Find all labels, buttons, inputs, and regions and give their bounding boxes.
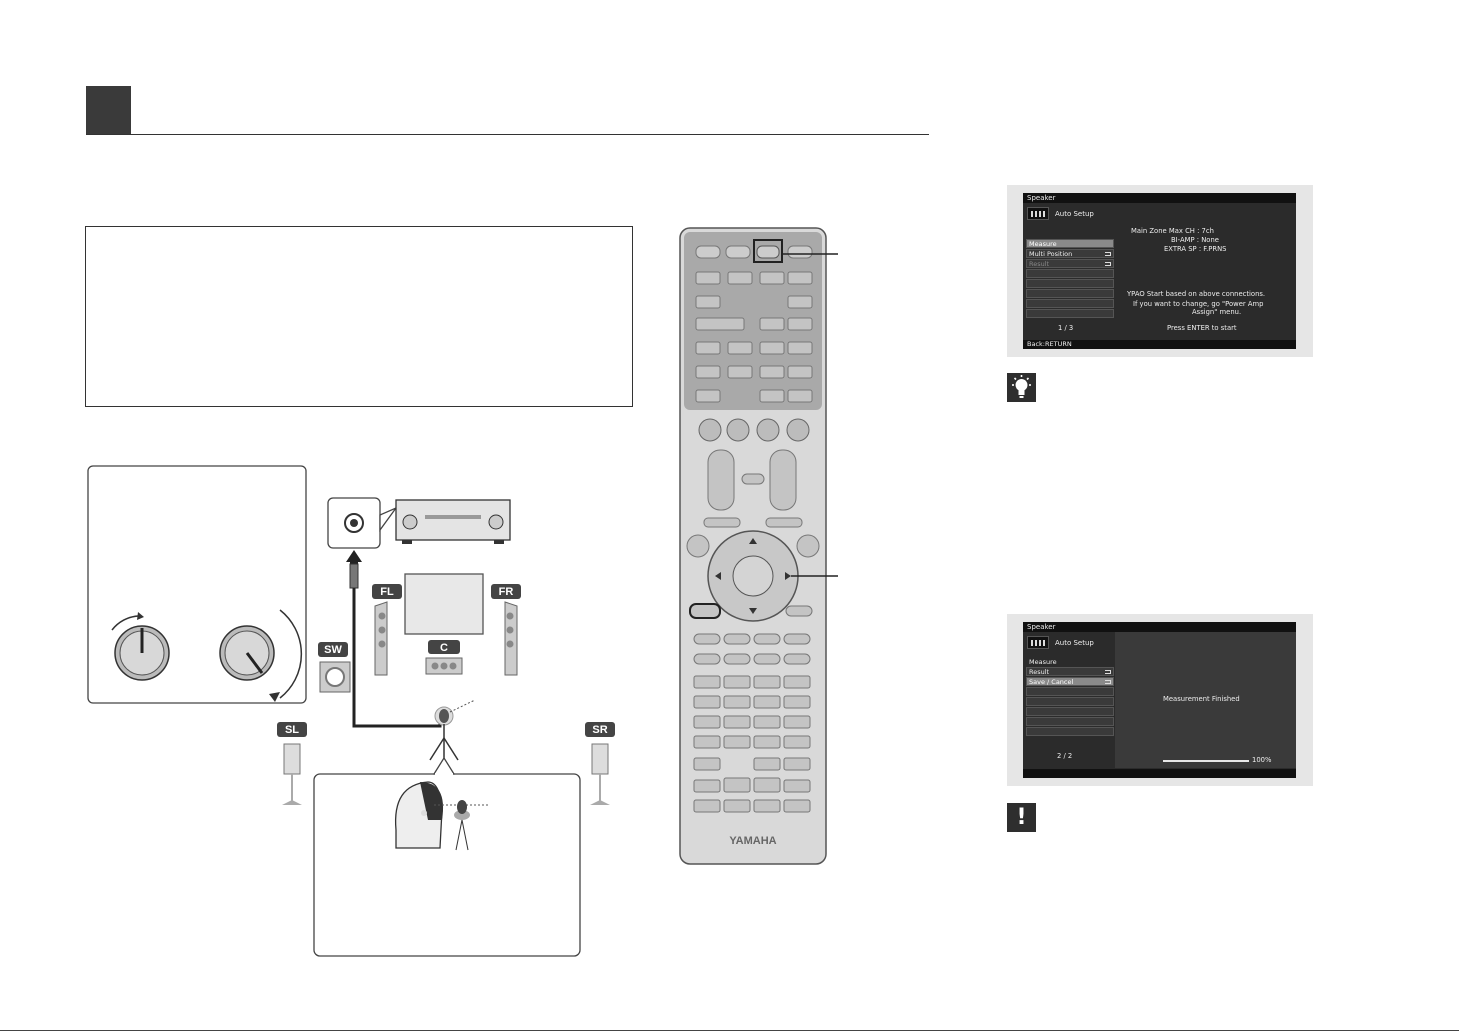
osd1-menu-empty: [1026, 309, 1114, 318]
svg-text:SR: SR: [592, 724, 607, 736]
auto-setup-logo-icon: [1027, 207, 1049, 220]
svg-text:SW: SW: [324, 644, 342, 656]
svg-text:SL: SL: [285, 724, 299, 736]
osd2-progress-label: 100%: [1252, 756, 1272, 764]
osd2-menu-measure[interactable]: Measure: [1029, 658, 1057, 666]
front-right-speaker-icon: FR: [491, 584, 521, 676]
osd1-menu-empty: [1026, 289, 1114, 298]
osd1-menu-empty: [1026, 269, 1114, 278]
osd2-menu-empty: [1026, 697, 1114, 706]
submenu-arrow-icon: [1105, 262, 1111, 266]
osd2-progress-fill: [1163, 760, 1249, 762]
osd-screen-2: Speaker Auto Setup Measure Result Save /…: [1023, 622, 1296, 778]
center-speaker-icon: C: [425, 640, 463, 675]
osd2-menu-result[interactable]: Result: [1026, 667, 1114, 676]
osd1-menu-measure[interactable]: Measure: [1026, 239, 1114, 248]
av-receiver-icon: [395, 499, 511, 544]
osd1-heading: Auto Setup: [1055, 209, 1094, 218]
osd2-menu-empty: [1026, 707, 1114, 716]
speaker-setup-diagram: FL FR C SW SL SR: [87, 465, 615, 957]
osd2-progress-track: [1163, 760, 1249, 762]
note-box: [85, 226, 633, 407]
osd2-menu-empty: [1026, 717, 1114, 726]
osd1-menu-result: Result: [1026, 259, 1114, 268]
svg-text:YAMAHA: YAMAHA: [729, 835, 776, 847]
level-knob-icon: [219, 609, 303, 702]
osd2-page: 2 / 2: [1057, 752, 1073, 760]
osd2-menu-save-cancel[interactable]: Save / Cancel: [1026, 677, 1114, 686]
osd1-info-value: 7ch: [1201, 227, 1214, 235]
osd2-menu-empty: [1026, 687, 1114, 696]
listener-head-icon: [394, 781, 490, 851]
caution-exclamation-icon: !: [1007, 803, 1036, 832]
volume-knob-icon: [111, 612, 170, 681]
osd1-prompt: Press ENTER to start: [1167, 324, 1237, 332]
osd2-menu-empty: [1026, 727, 1114, 736]
osd1-info-label: BI-AMP :: [1171, 236, 1200, 244]
osd1-info-value: None: [1201, 236, 1219, 244]
osd-screen-2-frame: Speaker Auto Setup Measure Result Save /…: [1007, 614, 1313, 786]
osd1-message: YPAO Start based on above connections.: [1127, 290, 1266, 298]
surround-left-speaker-icon: SL: [277, 722, 307, 805]
osd2-content-panel: [1115, 632, 1296, 768]
osd1-message: Assign" menu.: [1192, 308, 1242, 316]
osd1-message: If you want to change, go "Power Amp: [1133, 300, 1264, 308]
submenu-arrow-icon: [1105, 670, 1111, 674]
tip-bulb-icon: [1007, 373, 1036, 402]
auto-setup-logo-icon: [1027, 636, 1049, 649]
svg-text:FL: FL: [380, 586, 394, 598]
osd1-page: 1 / 3: [1058, 324, 1074, 332]
section-square: [86, 86, 131, 135]
osd2-menu: Measure Result Save / Cancel: [1026, 657, 1114, 737]
subwoofer-icon: SW: [318, 642, 351, 693]
osd1-menu-empty: [1026, 279, 1114, 288]
header-rule: [86, 134, 929, 135]
submenu-arrow-icon: [1105, 680, 1111, 684]
osd2-status: Measurement Finished: [1163, 695, 1240, 703]
osd1-info-label: Main Zone Max CH :: [1131, 227, 1200, 235]
bottom-rule: [0, 1030, 1459, 1031]
osd1-menu-multi-position[interactable]: Multi Position: [1026, 249, 1114, 258]
osd2-heading: Auto Setup: [1055, 638, 1094, 647]
osd1-info-label: EXTRA SP :: [1164, 245, 1202, 253]
osd-screen-1-frame: Speaker Auto Setup Measure Multi Positio…: [1007, 185, 1313, 357]
surround-right-speaker-icon: SR: [585, 722, 615, 805]
svg-text:FR: FR: [499, 586, 514, 598]
osd1-title: Speaker: [1023, 193, 1296, 203]
svg-text:C: C: [440, 642, 448, 654]
ypao-microphone-icon: [429, 699, 476, 761]
osd1-menu-empty: [1026, 299, 1114, 308]
submenu-arrow-icon: [1105, 252, 1111, 256]
osd2-footer: [1023, 769, 1296, 778]
osd1-footer: Back:RETURN: [1023, 340, 1296, 349]
osd2-title: Speaker: [1023, 622, 1296, 632]
osd-screen-1: Speaker Auto Setup Measure Multi Positio…: [1023, 193, 1296, 349]
remote-control-icon: YAMAHA: [679, 227, 838, 865]
front-left-speaker-icon: FL: [372, 584, 402, 676]
osd1-info-value: F.PRNS: [1203, 245, 1227, 253]
osd1-menu: Measure Multi Position Result: [1026, 239, 1114, 319]
